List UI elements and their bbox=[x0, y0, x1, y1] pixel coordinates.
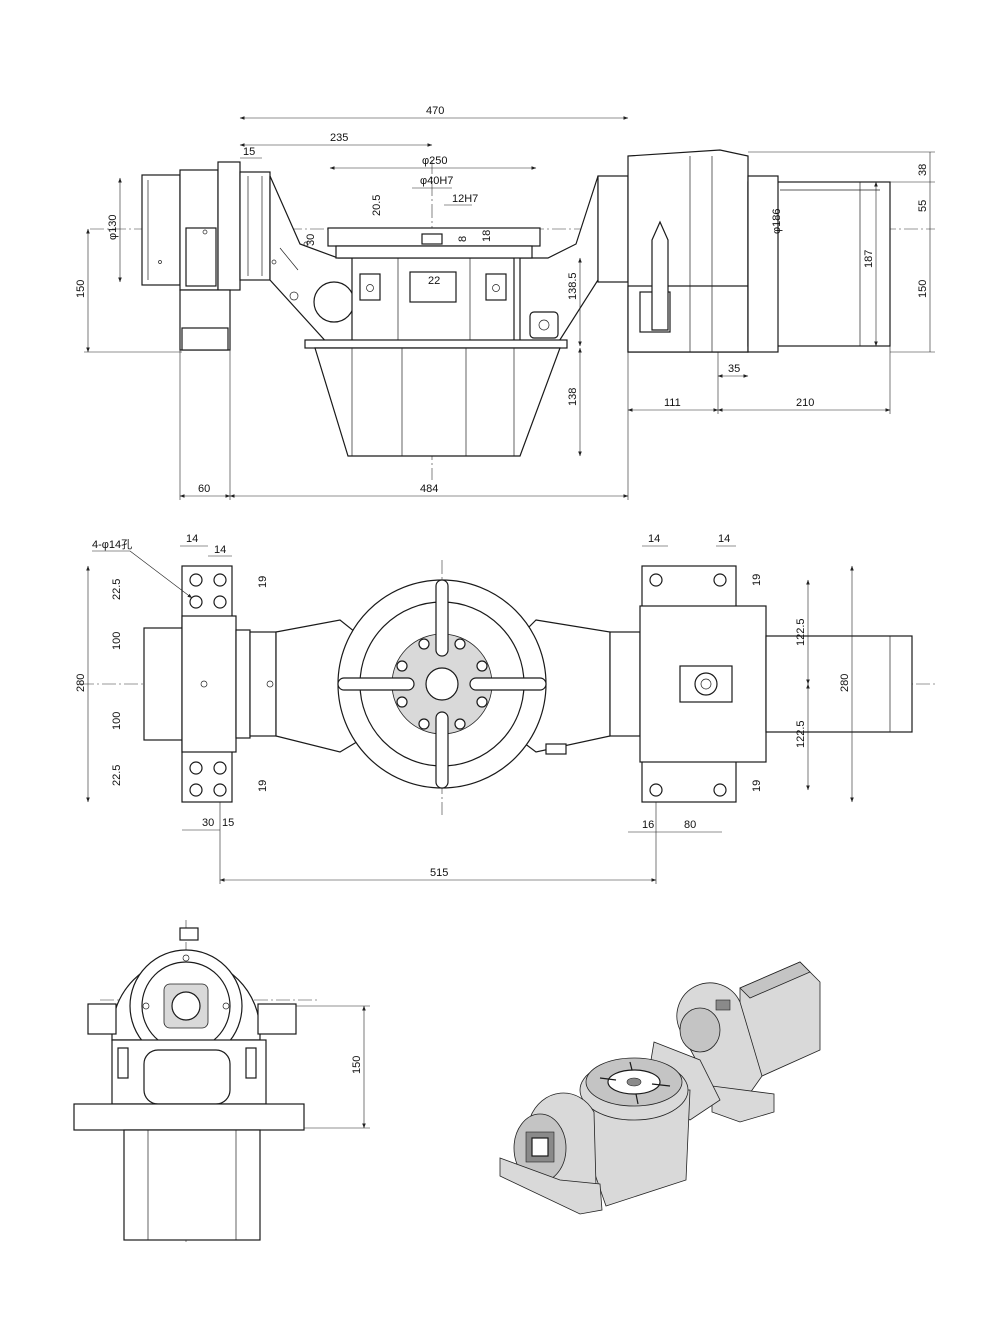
dim-r19-a: 19 bbox=[751, 574, 763, 586]
dim-22: 22 bbox=[428, 275, 440, 287]
dim-111: 111 bbox=[664, 397, 681, 409]
dim-60: 60 bbox=[198, 483, 210, 495]
side-view: 150 bbox=[73, 920, 370, 1245]
dim-d250: φ250 bbox=[422, 155, 448, 167]
dim-20-5: 20.5 bbox=[371, 195, 383, 216]
dim-r14-a: 14 bbox=[648, 533, 660, 545]
dim-r16: 16 bbox=[642, 819, 654, 831]
dim-30-front: 30 bbox=[305, 234, 317, 246]
dim-484: 484 bbox=[420, 483, 438, 495]
dim-r280: 280 bbox=[839, 674, 851, 692]
dim-22-5-a: 22.5 bbox=[111, 579, 123, 600]
dim-150-right: 150 bbox=[917, 280, 929, 298]
dim-15-top: 15 bbox=[222, 817, 234, 829]
dim-22-5-b: 22.5 bbox=[111, 765, 123, 786]
dim-30-top: 30 bbox=[202, 817, 214, 829]
dim-150-side: 150 bbox=[351, 1056, 363, 1074]
dim-d40h7: φ40H7 bbox=[420, 175, 453, 187]
isometric-view bbox=[499, 961, 821, 1215]
dim-515: 515 bbox=[430, 867, 448, 879]
dim-470: 470 bbox=[426, 105, 444, 117]
dim-35: 35 bbox=[728, 363, 740, 375]
dim-100-b: 100 bbox=[111, 712, 123, 730]
dim-d130: φ130 bbox=[107, 215, 119, 241]
dim-138-5: 138.5 bbox=[567, 272, 579, 300]
dim-150-left: 150 bbox=[75, 280, 87, 298]
dim-14-b: 14 bbox=[214, 544, 226, 556]
dim-19-b: 19 bbox=[257, 780, 269, 792]
dim-138: 138 bbox=[567, 388, 579, 406]
dim-38: 38 bbox=[917, 164, 929, 176]
dim-55: 55 bbox=[917, 200, 929, 212]
top-view: 4-φ14孔 14 14 19 22.5 100 280 100 22.5 19… bbox=[75, 533, 935, 884]
dim-8: 8 bbox=[457, 236, 469, 242]
dim-r122-5-b: 122.5 bbox=[795, 720, 807, 748]
dim-210: 210 bbox=[796, 397, 814, 409]
dim-r80: 80 bbox=[684, 819, 696, 831]
dim-12h7: 12H7 bbox=[452, 193, 478, 205]
dim-r14-b: 14 bbox=[718, 533, 730, 545]
dim-18: 18 bbox=[481, 230, 493, 242]
dim-187: 187 bbox=[863, 250, 875, 268]
dim-14-a: 14 bbox=[186, 533, 198, 545]
dim-15-front: 15 bbox=[243, 146, 255, 158]
dim-r19-b: 19 bbox=[751, 780, 763, 792]
dim-d186: φ186 bbox=[771, 209, 783, 235]
note-4-holes: 4-φ14孔 bbox=[92, 538, 132, 551]
dim-19-a: 19 bbox=[257, 576, 269, 588]
front-view: 470 235 15 φ250 φ40H7 12H7 20.5 30 8 18 … bbox=[75, 105, 935, 500]
dim-235: 235 bbox=[330, 132, 348, 144]
dim-280-left: 280 bbox=[75, 674, 87, 692]
dim-100-a: 100 bbox=[111, 632, 123, 650]
dim-r122-5-a: 122.5 bbox=[795, 618, 807, 646]
